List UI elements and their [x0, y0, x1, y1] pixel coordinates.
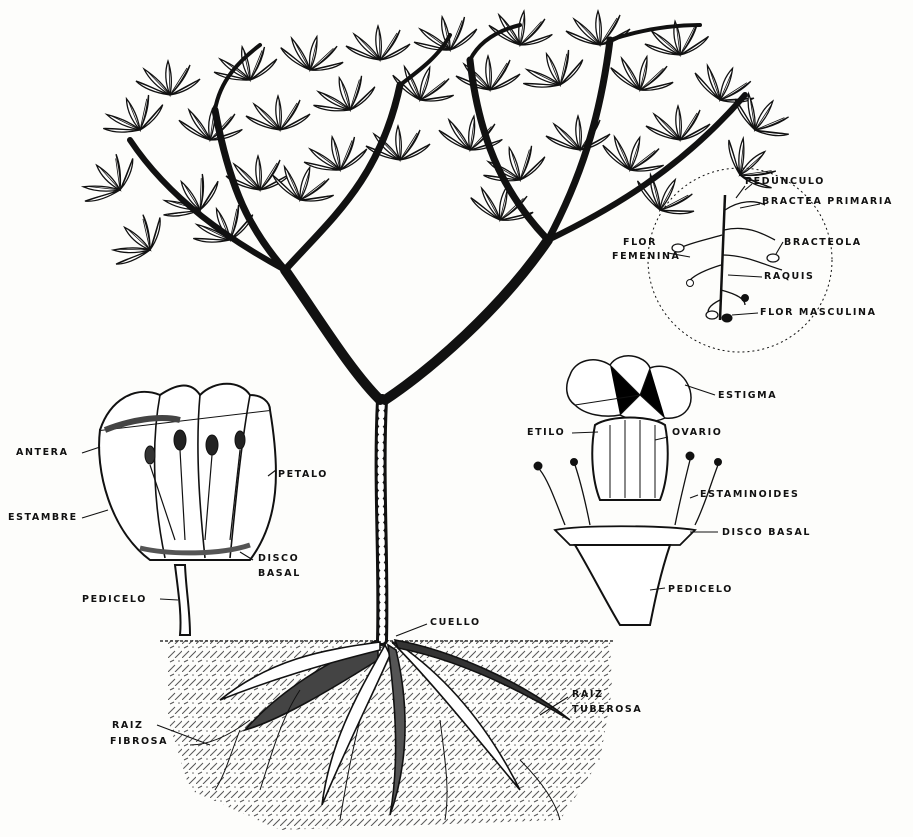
- label-flor-femenina-line2: FEMENINA: [612, 251, 681, 262]
- label-disco-basal-female: DISCO BASAL: [722, 527, 811, 538]
- label-estaminoides: ESTAMINOIDES: [700, 489, 799, 500]
- label-cuello: CUELLO: [430, 617, 481, 628]
- label-ovario: OVARIO: [672, 427, 722, 438]
- label-petalo: PETALO: [278, 469, 328, 480]
- label-disco-basal-male-line1: DISCO: [258, 553, 299, 564]
- label-raquis: RAQUIS: [764, 271, 814, 282]
- label-pedicelo-male: PEDICELO: [82, 594, 147, 605]
- label-raiz-tuberosa-line1: RAIZ: [572, 689, 604, 700]
- label-estigma: ESTIGMA: [718, 390, 777, 401]
- soil: [160, 640, 614, 830]
- label-pedunculo: PEDUNCULO: [745, 176, 825, 187]
- label-flor-femenina-line1: FLOR: [623, 237, 657, 248]
- label-pedicelo-female: PEDICELO: [668, 584, 733, 595]
- label-bracteola: BRACTEOLA: [784, 237, 862, 248]
- canopy-leaves: [72, 6, 799, 274]
- label-flor-masculina: FLOR MASCULINA: [760, 307, 877, 318]
- label-estambre: ESTAMBRE: [8, 512, 78, 523]
- label-antera: ANTERA: [16, 447, 69, 458]
- label-raiz-fibrosa-line2: FIBROSA: [110, 736, 168, 747]
- label-disco-basal-male-line2: BASAL: [258, 568, 301, 579]
- label-etilo: ETILO: [527, 427, 565, 438]
- label-raiz-tuberosa-line2: TUBEROSA: [572, 704, 642, 715]
- label-raiz-fibrosa-line1: RAIZ: [112, 720, 144, 731]
- label-bractea-primaria: BRACTEA PRIMARIA: [762, 196, 893, 207]
